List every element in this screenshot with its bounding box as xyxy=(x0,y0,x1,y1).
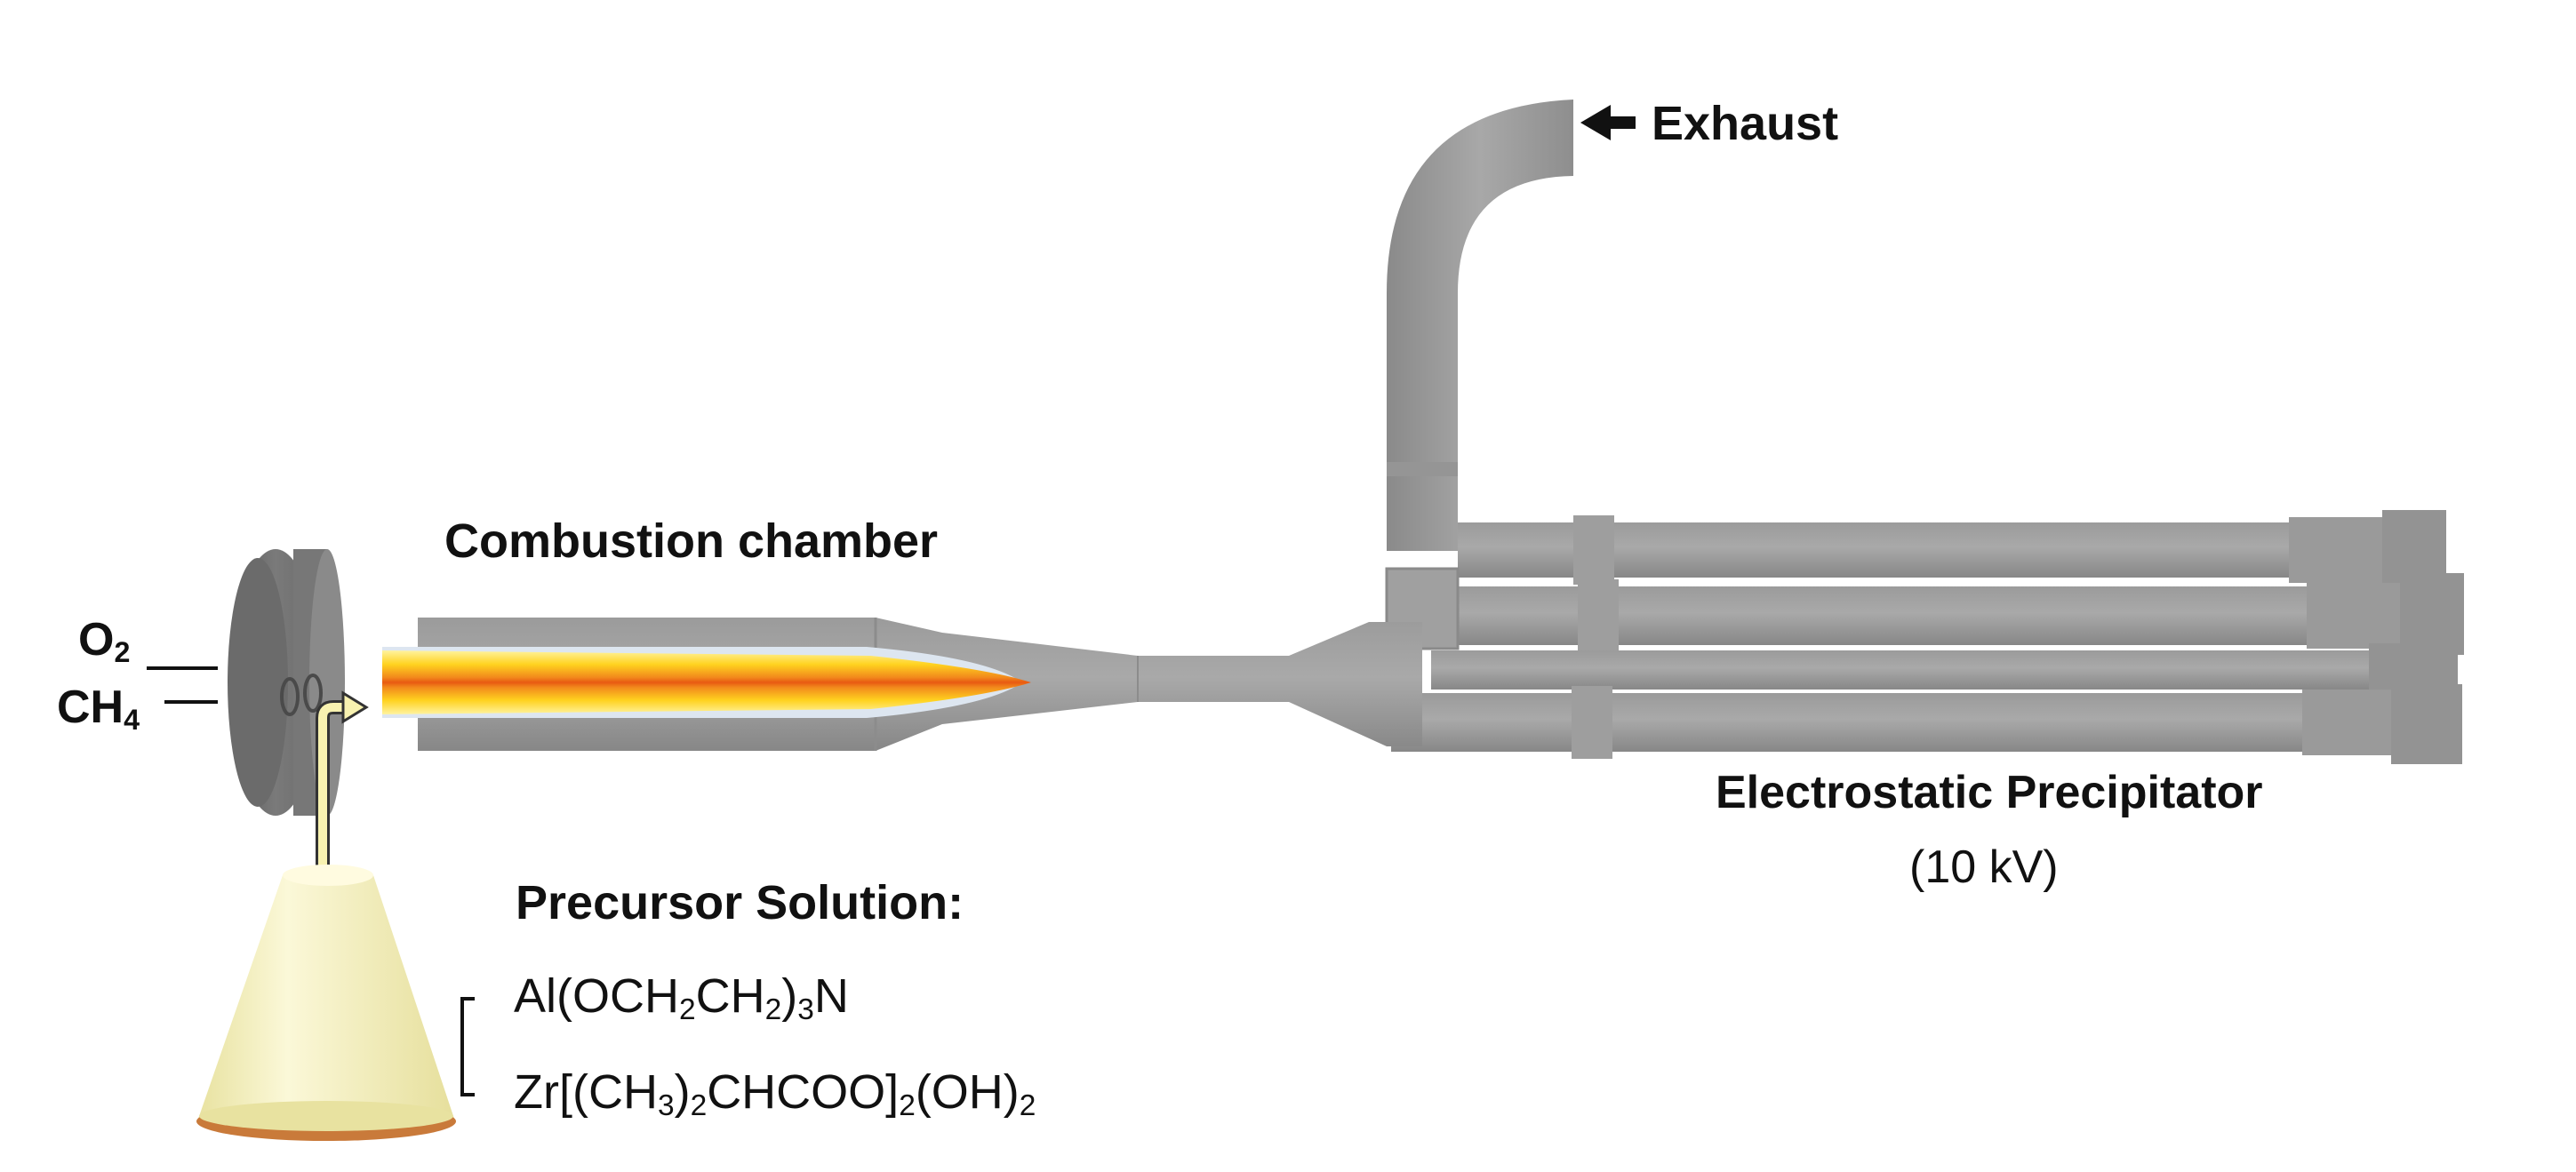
precursor-feed-tube xyxy=(323,693,366,889)
precipitator-tubes xyxy=(1387,510,2464,764)
precursor-flask xyxy=(196,865,456,1141)
combustion-chamber-label: Combustion chamber xyxy=(444,514,938,569)
gas-feed-lines xyxy=(147,668,218,702)
flame xyxy=(382,647,1031,718)
voltage-label: (10 kV) xyxy=(1909,841,2059,894)
exhaust-label: Exhaust xyxy=(1652,96,1838,151)
precursor-solution-label: Precursor Solution: xyxy=(516,875,964,930)
precursor-bracket xyxy=(462,999,475,1095)
oxygen-label: O2 xyxy=(78,613,130,666)
zirconium-precursor-formula: Zr[(CH3)2CHCOO]2(OH)2 xyxy=(514,1064,1036,1120)
aluminum-precursor-formula: Al(OCH2CH2)3N xyxy=(514,969,849,1024)
exhaust-arrow-icon xyxy=(1580,105,1636,140)
methane-label: CH4 xyxy=(57,681,140,734)
electrostatic-precipitator-label: Electrostatic Precipitator xyxy=(1716,766,2263,819)
exhaust-pipe xyxy=(1387,100,1573,551)
